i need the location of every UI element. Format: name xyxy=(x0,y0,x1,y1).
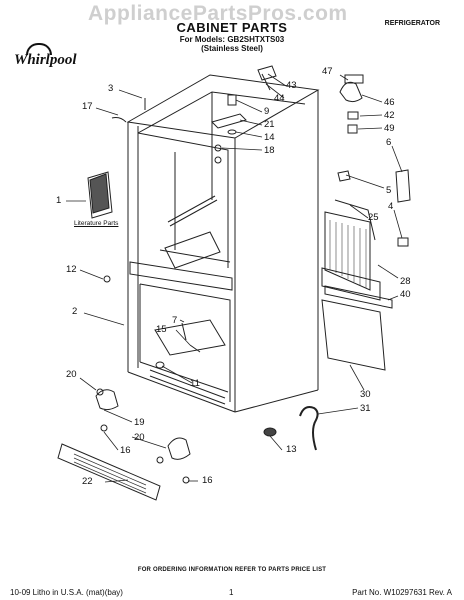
callout-2: 2 xyxy=(72,306,78,317)
callout-22: 22 xyxy=(82,476,93,487)
callout-20-lower: 20 xyxy=(134,432,145,443)
callout-14: 14 xyxy=(264,132,275,143)
callout-16: 16 xyxy=(120,445,131,456)
callout-18: 18 xyxy=(264,145,275,156)
callout-7: 7 xyxy=(172,315,178,326)
callout-16-lower: 16 xyxy=(202,475,213,486)
callout-4: 4 xyxy=(388,201,394,212)
callout-12: 12 xyxy=(66,264,77,275)
callout-44: 44 xyxy=(274,93,285,104)
callout-25: 25 xyxy=(368,212,379,223)
finish-line: (Stainless Steel) xyxy=(201,44,263,53)
callout-3: 3 xyxy=(108,83,114,94)
watermark-text: AppliancePartsPros.com xyxy=(88,2,348,25)
ordering-info-note: FOR ORDERING INFORMATION REFER TO PARTS … xyxy=(137,567,327,573)
callout-6: 6 xyxy=(386,137,392,148)
category-label: REFRIGERATOR xyxy=(384,20,440,27)
page-title: CABINET PARTS xyxy=(176,20,288,35)
brand-logo: Whirlpool xyxy=(14,52,77,68)
callout-46: 46 xyxy=(384,97,395,108)
callout-9: 9 xyxy=(264,106,270,117)
callout-43: 43 xyxy=(286,80,297,91)
callout-20: 20 xyxy=(66,369,77,380)
callout-1: 1 xyxy=(56,195,62,206)
callout-49: 49 xyxy=(384,123,395,134)
model-line: For Models: GB2SHTXTS03 xyxy=(179,35,285,44)
callout-21: 21 xyxy=(264,119,275,130)
callout-28: 28 xyxy=(400,276,411,287)
callout-30: 30 xyxy=(360,389,371,400)
footer-page-number: 1 xyxy=(229,588,234,597)
footer-litho: 10-09 Litho in U.S.A. (mat)(bay) xyxy=(10,588,123,597)
callout-42: 42 xyxy=(384,110,395,121)
callout-13: 13 xyxy=(286,444,297,455)
literature-parts-label: Literature Parts xyxy=(74,220,119,227)
callout-17: 17 xyxy=(82,101,93,112)
footer-part-number: Part No. W10297631 Rev. A xyxy=(352,588,452,597)
callout-40: 40 xyxy=(400,289,411,300)
callout-11: 11 xyxy=(190,378,200,389)
callout-31: 31 xyxy=(360,403,371,414)
callout-15: 15 xyxy=(156,324,167,335)
callout-47: 47 xyxy=(322,66,333,77)
callout-5: 5 xyxy=(386,185,392,196)
callout-19: 19 xyxy=(134,417,145,428)
